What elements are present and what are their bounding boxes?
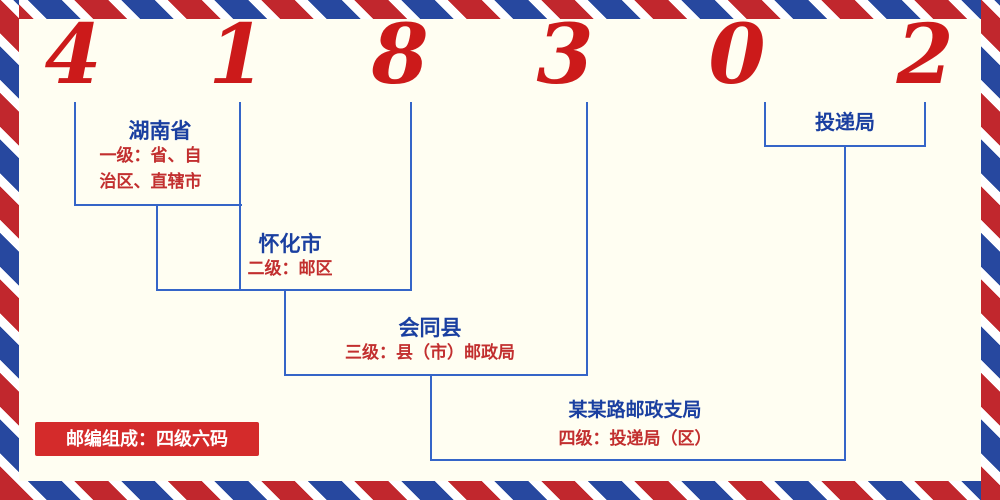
level2-description: 二级：邮区 [247, 259, 333, 278]
connector-v-delivery-down [844, 145, 846, 461]
connector-v-digit6 [924, 102, 926, 146]
level4-region-name: 某某路邮政支局 [568, 400, 702, 421]
connector-v-digit5 [764, 102, 766, 146]
connector-v-digit4 [586, 102, 588, 376]
airmail-border-top [0, 0, 1000, 19]
connector-v-step-3-4 [430, 374, 432, 461]
level3-region-name: 会同县 [398, 317, 462, 340]
connector-v-digit1 [74, 102, 76, 205]
postal-digit-5: 0 [708, 7, 766, 103]
level1-description-line2: 治区、直辖市 [99, 172, 202, 191]
level3-description: 三级：县（市）邮政局 [345, 343, 515, 362]
composition-badge: 邮编组成：四级六码 [35, 422, 259, 456]
postal-digit-1: 4 [44, 7, 102, 103]
connector-v-digit3 [410, 102, 412, 291]
postal-digit-2: 1 [208, 7, 266, 103]
airmail-border-bottom [0, 481, 1000, 500]
airmail-border-right [981, 0, 1000, 500]
connector-h-level3 [284, 374, 588, 376]
level1-description-line1: 一级：省、自 [99, 146, 202, 165]
delivery-office-label: 投递局 [815, 112, 875, 134]
level4-description: 四级：投递局（区） [558, 429, 712, 448]
connector-h-level4 [430, 459, 846, 461]
postal-digit-4: 3 [536, 7, 594, 103]
postal-digit-6: 2 [896, 7, 954, 103]
connector-v-step-2-3 [284, 289, 286, 376]
level1-description: 一级：省、自 治区、直辖市 [63, 143, 238, 195]
connector-v-digit2 [239, 102, 241, 291]
postal-digit-3: 8 [371, 7, 429, 103]
airmail-border-left [0, 0, 19, 500]
connector-h-level1 [74, 204, 242, 206]
level2-region-name: 怀化市 [258, 233, 322, 256]
connector-v-step-1-2 [156, 204, 158, 291]
level1-region-name: 湖南省 [128, 120, 192, 143]
